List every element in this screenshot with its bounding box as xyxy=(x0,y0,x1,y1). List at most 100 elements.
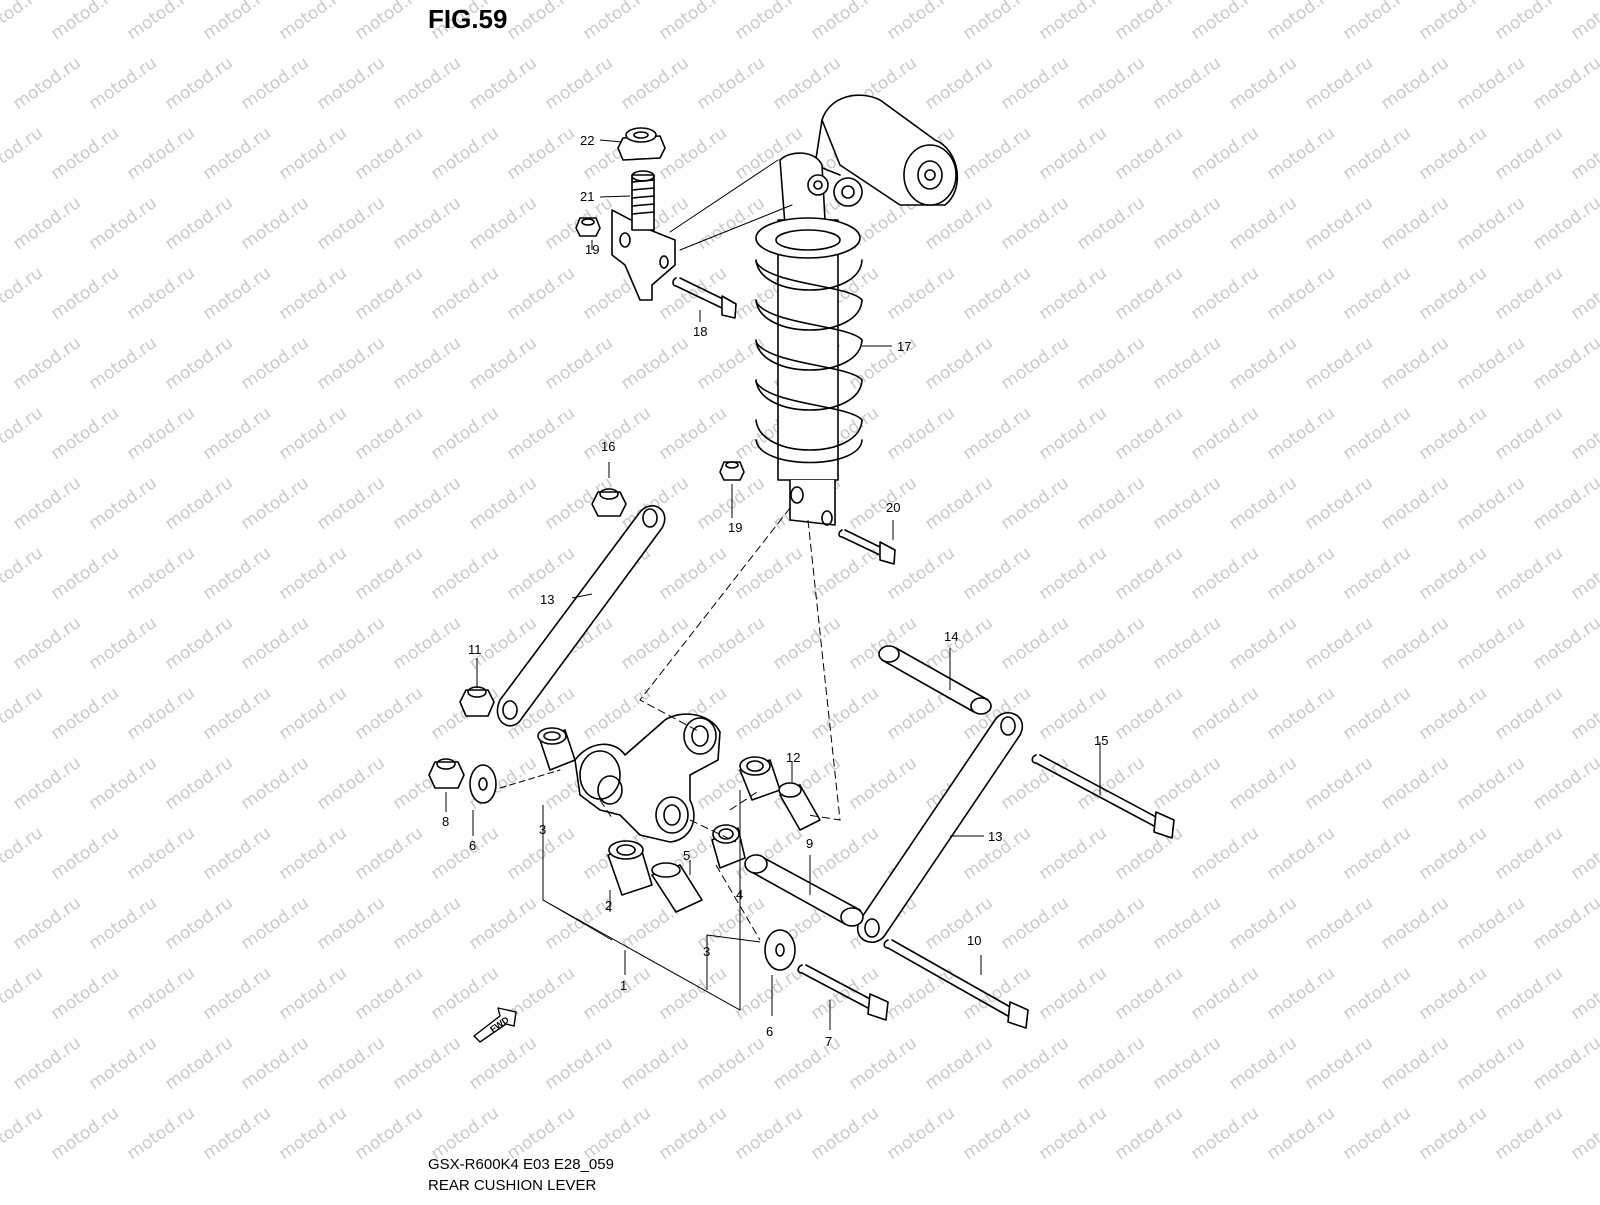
watermark-text: motod.ru xyxy=(655,123,730,184)
callout-2: 2 xyxy=(605,898,612,913)
watermark-text: motod.ru xyxy=(1415,543,1490,604)
watermark-text: motod.ru xyxy=(1529,53,1600,114)
watermark-text: motod.ru xyxy=(85,893,160,954)
watermark-text: motod.ru xyxy=(1453,333,1528,394)
watermark-text: motod.ru xyxy=(1225,473,1300,534)
watermark-text: motod.ru xyxy=(617,333,692,394)
watermark-text: motod.ru xyxy=(351,823,426,884)
watermark-text: motod.ru xyxy=(1149,193,1224,254)
watermark-text: motod.ru xyxy=(1225,53,1300,114)
watermark-text: motod.ru xyxy=(9,193,84,254)
watermark-text: motod.ru xyxy=(1453,473,1528,534)
watermark-text: motod.ru xyxy=(237,473,312,534)
watermark-text: motod.ru xyxy=(921,613,996,674)
watermark-text: motod.ru xyxy=(1453,893,1528,954)
watermark-text: motod.ru xyxy=(85,53,160,114)
bolt-20 xyxy=(838,529,896,565)
watermark-text: motod.ru xyxy=(313,333,388,394)
watermark-text: motod.ru xyxy=(1263,263,1338,324)
callout-6-right: 6 xyxy=(766,1024,773,1039)
watermark-text: motod.ru xyxy=(9,893,84,954)
bolt-7 xyxy=(797,964,889,1021)
watermark-text: motod.ru xyxy=(1301,893,1376,954)
watermark-text: motod.ru xyxy=(1035,543,1110,604)
watermark-text: motod.ru xyxy=(1377,893,1452,954)
watermark-text: motod.ru xyxy=(997,1033,1072,1094)
watermark-text: motod.ru xyxy=(389,53,464,114)
watermark-text: motod.ru xyxy=(199,1103,274,1164)
watermark-text: motod.ru xyxy=(1529,1033,1600,1094)
watermark-text: motod.ru xyxy=(1111,823,1186,884)
watermark-text: motod.ru xyxy=(1035,263,1110,324)
watermark-text: motod.ru xyxy=(1073,893,1148,954)
watermark-text: motod.ru xyxy=(1339,823,1414,884)
watermark-text: motod.ru xyxy=(161,893,236,954)
watermark-text: motod.ru xyxy=(1225,1033,1300,1094)
watermark-text: motod.ru xyxy=(123,0,198,44)
watermark-text: motod.ru xyxy=(503,263,578,324)
watermark-text: motod.ru xyxy=(579,403,654,464)
watermark-text: motod.ru xyxy=(427,823,502,884)
watermark-text: motod.ru xyxy=(807,0,882,44)
watermark-text: motod.ru xyxy=(1567,823,1600,884)
watermark-text: motod.ru xyxy=(503,403,578,464)
watermark-text: motod.ru xyxy=(237,753,312,814)
watermark-text: motod.ru xyxy=(1567,963,1600,1024)
watermark-text: motod.ru xyxy=(1415,263,1490,324)
watermark-text: motod.ru xyxy=(275,543,350,604)
watermark-text: motod.ru xyxy=(1149,1033,1224,1094)
watermark-text: motod.ru xyxy=(1529,753,1600,814)
watermark-text: motod.ru xyxy=(237,1033,312,1094)
watermark-text: motod.ru xyxy=(1111,963,1186,1024)
watermark-text: motod.ru xyxy=(503,123,578,184)
watermark-text: motod.ru xyxy=(237,613,312,674)
watermark-text: motod.ru xyxy=(1529,613,1600,674)
watermark-text: motod.ru xyxy=(9,473,84,534)
watermark-text: motod.ru xyxy=(1529,333,1600,394)
washer-6-right xyxy=(764,929,796,971)
watermark-text: motod.ru xyxy=(1111,543,1186,604)
watermark-text: motod.ru xyxy=(1111,1103,1186,1164)
watermark-text: motod.ru xyxy=(503,0,578,44)
watermark-text: motod.ru xyxy=(959,1103,1034,1164)
watermark-text: motod.ru xyxy=(389,473,464,534)
upper-bracket xyxy=(611,170,676,301)
model-code: GSX-R600K4 E03 E28_059 xyxy=(428,1156,614,1173)
watermark-text: motod.ru xyxy=(85,333,160,394)
bolt-15 xyxy=(1031,754,1175,839)
watermark-text: motod.ru xyxy=(1149,613,1224,674)
watermark-text: motod.ru xyxy=(85,193,160,254)
callout-5: 5 xyxy=(683,848,690,863)
rear-shock-absorber xyxy=(755,94,959,526)
watermark-text: motod.ru xyxy=(161,333,236,394)
watermark-text: motod.ru xyxy=(883,263,958,324)
watermark-text: motod.ru xyxy=(1453,53,1528,114)
callout-10: 10 xyxy=(967,933,981,948)
watermark-text: motod.ru xyxy=(0,263,47,324)
watermark-text: motod.ru xyxy=(47,123,122,184)
watermark-text: motod.ru xyxy=(161,53,236,114)
watermark-text: motod.ru xyxy=(1187,823,1262,884)
watermark-text: motod.ru xyxy=(161,473,236,534)
watermark-text: motod.ru xyxy=(883,1103,958,1164)
watermark-text: motod.ru xyxy=(199,403,274,464)
callout-1: 1 xyxy=(620,978,627,993)
watermark-text: motod.ru xyxy=(237,193,312,254)
watermark-text: motod.ru xyxy=(199,543,274,604)
watermark-text: motod.ru xyxy=(959,123,1034,184)
watermark-text: motod.ru xyxy=(161,613,236,674)
watermark-text: motod.ru xyxy=(351,0,426,44)
callout-13-left: 13 xyxy=(540,592,554,607)
bearing-5 xyxy=(711,824,746,869)
watermark-text: motod.ru xyxy=(1301,333,1376,394)
watermark-text: motod.ru xyxy=(1529,893,1600,954)
watermark-text: motod.ru xyxy=(883,403,958,464)
watermark-text: motod.ru xyxy=(47,0,122,44)
watermark-text: motod.ru xyxy=(199,963,274,1024)
watermark-text: motod.ru xyxy=(1187,0,1262,44)
watermark-text: motod.ru xyxy=(313,753,388,814)
watermark-text: motod.ru xyxy=(1301,193,1376,254)
callout-3-upper: 3 xyxy=(539,822,546,837)
watermark-text: motod.ru xyxy=(1529,193,1600,254)
